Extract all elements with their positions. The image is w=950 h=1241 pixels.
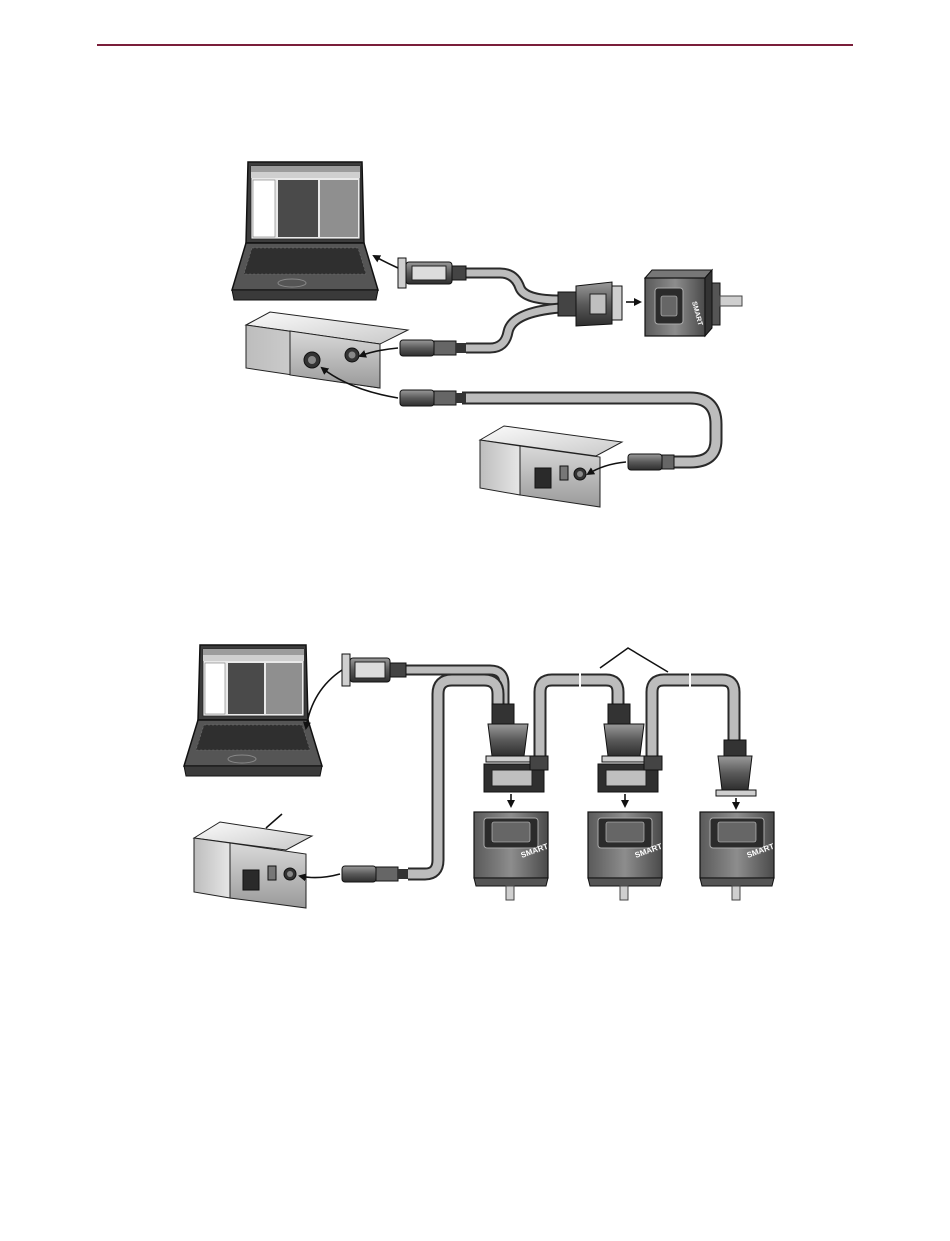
- smart-motor-icon: SMART: [700, 812, 776, 900]
- circular-connector-icon: [628, 454, 674, 470]
- db9-connector-icon: [398, 258, 466, 288]
- circular-connector-icon: [400, 340, 466, 356]
- db15-connector-icon: [558, 282, 622, 326]
- leader-line: [266, 814, 282, 828]
- db9-connector-icon: [342, 654, 406, 686]
- daisy-chain-cables: [405, 670, 734, 874]
- motor-unit-3: SMART: [700, 740, 776, 900]
- circular-connector-icon: [342, 866, 408, 882]
- leader-line: [600, 648, 668, 672]
- laptop-icon: [232, 162, 378, 300]
- power-supply-icon: [194, 822, 312, 908]
- bottom-diagram: SMART SMART: [184, 645, 776, 908]
- serial-cable: [466, 273, 560, 348]
- smart-motor-icon: SMART: [588, 812, 664, 900]
- laptop-icon: [184, 645, 322, 776]
- circular-connector-icon: [400, 390, 466, 406]
- top-diagram: SMART: [232, 162, 742, 507]
- smart-motor-icon: SMART: [474, 812, 550, 900]
- db15-connector-icon: [716, 740, 756, 796]
- smart-motor-icon: SMART: [645, 270, 742, 336]
- db15-connector-icon: [486, 704, 534, 762]
- power-supply-icon: [480, 426, 622, 507]
- db15-connector-icon: [602, 704, 650, 762]
